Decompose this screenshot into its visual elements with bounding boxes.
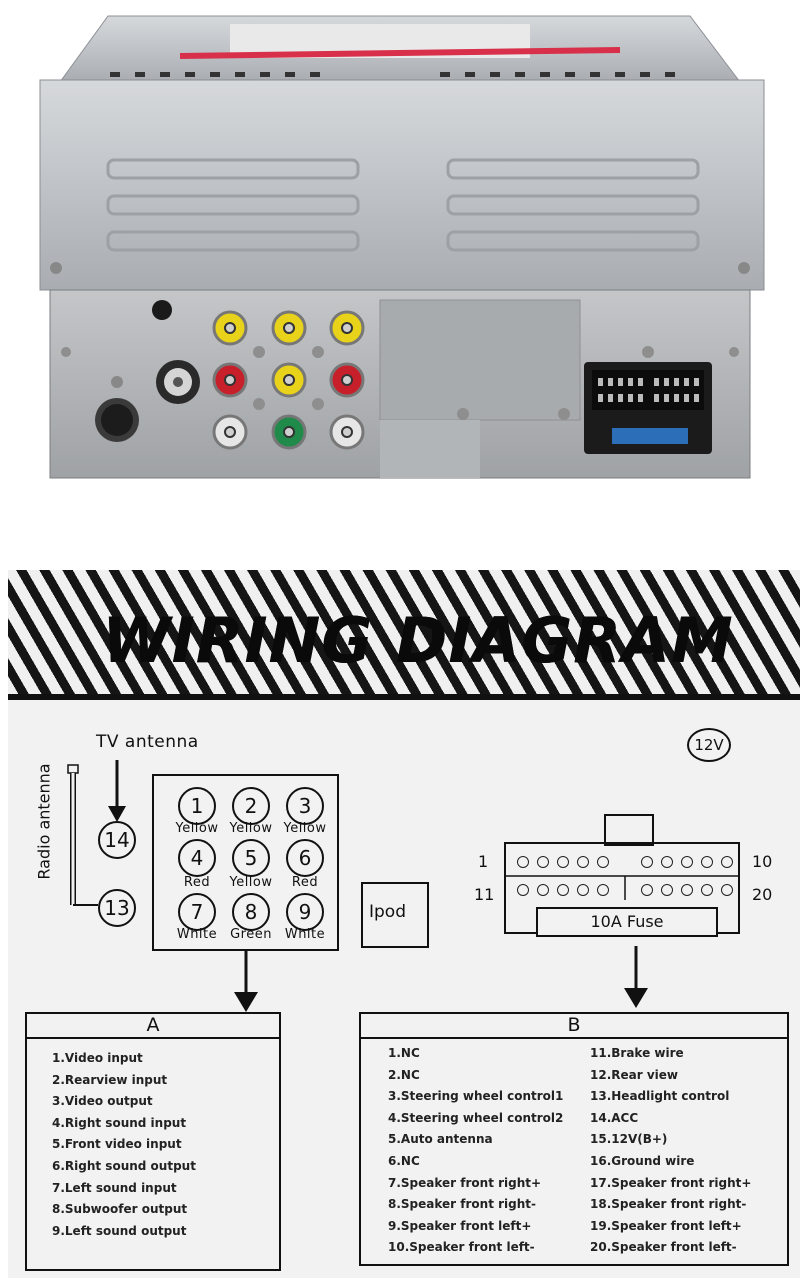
connector-pin-hole	[577, 884, 589, 896]
connector-pin-hole	[701, 856, 713, 868]
list-item: 20.Speaker front left-	[590, 1240, 737, 1255]
list-item: 9.Speaker front left+	[388, 1218, 532, 1233]
connector-pin-hole	[537, 884, 549, 896]
list-item: 12.Rear view	[590, 1067, 678, 1082]
list-item: 8.Subwoofer output	[52, 1202, 188, 1217]
connector-pin-hole	[641, 884, 653, 896]
radio-antenna-label: Radio antenna	[34, 763, 54, 880]
connector-pin-hole	[597, 856, 609, 868]
list-item: 3.Steering wheel control1	[388, 1089, 564, 1104]
fuse-label: 10A Fuse	[590, 912, 664, 931]
list-item: 13.Headlight control	[590, 1089, 730, 1104]
list-item: 4.Steering wheel control2	[388, 1110, 564, 1125]
list-item: 9.Left sound output	[52, 1223, 187, 1238]
list-item: 8.Speaker front right-	[388, 1197, 536, 1212]
rca-jack-5-color: Yellow	[229, 875, 273, 890]
list-item: 6.Right sound output	[52, 1158, 196, 1173]
list-item: 2.NC	[388, 1067, 420, 1082]
connector-pin-hole	[517, 884, 529, 896]
rca-jack-3-color: Yellow	[283, 821, 327, 836]
table-a-list: 1.Video input 2.Rearview input 3.Video o…	[52, 1048, 196, 1242]
list-item: 3.Video output	[52, 1094, 153, 1109]
connector-pin-hole	[597, 884, 609, 896]
connector-pin-hole	[661, 884, 673, 896]
connector-pin-hole	[557, 884, 569, 896]
table-b-left-list: 1.NC 2.NC 3.Steering wheel control1 4.St…	[388, 1043, 563, 1259]
rca-jack-8: 8	[232, 893, 270, 931]
connector-pin-hole	[577, 856, 589, 868]
connector-pin-hole	[557, 856, 569, 868]
list-item: 7.Speaker front right+	[388, 1175, 542, 1190]
list-item: 4.Right sound input	[52, 1115, 187, 1130]
connector-pin-hole	[681, 856, 693, 868]
diagram-title: WIRING DIAGRAM	[102, 604, 734, 677]
table-b-header: B	[567, 1014, 581, 1036]
rca-jack-4: 4	[178, 839, 216, 877]
rca-jack-4-color: Red	[183, 875, 211, 890]
list-item: 2.Rearview input	[52, 1072, 168, 1087]
ipod-port-box	[361, 882, 429, 948]
connector-pin-hole	[721, 856, 733, 868]
rca-jack-9-color: White	[284, 927, 326, 942]
rca-jack-2: 2	[232, 787, 270, 825]
rca-jack-3: 3	[286, 787, 324, 825]
list-item: 15.12V(B+)	[590, 1132, 668, 1147]
list-item: 5.Front video input	[52, 1137, 182, 1152]
pin-14-circle: 14	[98, 821, 136, 859]
table-a-header: A	[146, 1014, 160, 1036]
list-item: 11.Brake wire	[590, 1046, 684, 1060]
rca-jack-1-color: Yellow	[175, 821, 219, 836]
rca-jack-7-color: White	[176, 927, 218, 942]
list-item: 1.NC	[388, 1046, 420, 1060]
rca-jack-2-color: Yellow	[229, 821, 273, 836]
list-item: 19.Speaker front left+	[590, 1218, 742, 1233]
pin-13-circle: 13	[98, 889, 136, 927]
list-item: 18.Speaker front right-	[590, 1197, 747, 1212]
ipod-label: Ipod	[369, 902, 406, 922]
connector-pin-11-label: 11	[474, 885, 495, 904]
rca-jack-6: 6	[286, 839, 324, 877]
rca-jack-7: 7	[178, 893, 216, 931]
list-item: 14.ACC	[590, 1110, 639, 1125]
title-rule	[8, 694, 800, 700]
list-item: 17.Speaker front right+	[590, 1175, 752, 1190]
rca-jack-5: 5	[232, 839, 270, 877]
list-item: 7.Left sound input	[52, 1180, 177, 1195]
connector-pin-hole	[701, 884, 713, 896]
list-item: 6.NC	[388, 1153, 420, 1168]
voltage-badge: 12V	[687, 728, 731, 762]
list-item: 16.Ground wire	[590, 1153, 695, 1168]
connector-pin-hole	[721, 884, 733, 896]
rca-jack-6-color: Red	[291, 875, 319, 890]
list-item: 10.Speaker front left-	[388, 1240, 535, 1255]
connector-pin-10-label: 10	[752, 852, 773, 871]
connector-pin-hole	[537, 856, 549, 868]
connector-pin-hole	[661, 856, 673, 868]
connector-pin-hole	[681, 884, 693, 896]
rca-jack-1: 1	[178, 787, 216, 825]
connector-pin-20-label: 20	[752, 885, 773, 904]
rca-jack-8-color: Green	[230, 927, 272, 942]
connector-pin-1-label: 1	[478, 852, 489, 871]
connector-pin-hole	[641, 856, 653, 868]
head-unit-rear-photo	[0, 0, 800, 500]
title-band: WIRING DIAGRAM	[8, 570, 800, 698]
list-item: 5.Auto antenna	[388, 1132, 493, 1147]
list-item: 1.Video input	[52, 1051, 143, 1065]
table-b-right-list: 11.Brake wire 12.Rear view 13.Headlight …	[590, 1043, 751, 1259]
connector-pin-hole	[517, 856, 529, 868]
rca-jack-9: 9	[286, 893, 324, 931]
tv-antenna-label: TV antenna	[96, 732, 199, 752]
